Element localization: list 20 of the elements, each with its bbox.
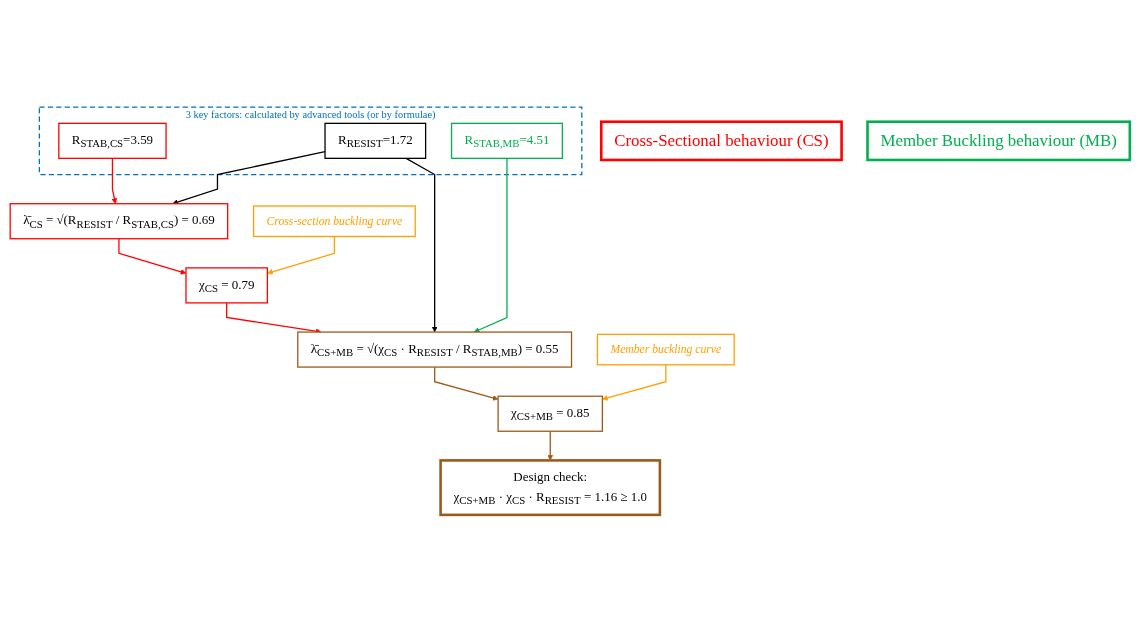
- node-box: χ$_{CS+MB}$ = 0.85: [497, 395, 604, 432]
- node-box: R$_{STAB,MB}$=4.51: [450, 122, 563, 159]
- arrow: [547, 430, 554, 461]
- node-box: Member Buckling behaviour (MB): [866, 120, 1132, 162]
- arrow: [405, 157, 438, 333]
- node-box: R$_{STAB,CS}$=3.59: [58, 122, 167, 159]
- arrow: [473, 157, 508, 333]
- arrow: [602, 364, 667, 401]
- node-box: λ̄$_{CS}$ = √(R$_{RESIST}$ / R$_{STAB,CS}$) = 0.69: [9, 203, 229, 240]
- node-box: R$_{RESIST}$=1.72: [324, 122, 427, 159]
- arrow: [172, 150, 326, 205]
- node-box: λ̄$_{CS+MB}$ = √(χ$_{CS}$ · R$_{RESIST}$ / R$_{STAB,MB}$) = 0.55: [297, 331, 573, 368]
- node-box: χ$_{CS}$ = 0.79: [185, 267, 268, 304]
- node-box: Cross-Sectional behaviour (CS): [599, 120, 843, 162]
- arrow: [267, 235, 336, 275]
- arrow: [111, 157, 118, 204]
- node-box: Cross-section buckling curve: [252, 205, 416, 238]
- arrow: [434, 366, 499, 401]
- node-box: Member buckling curve: [596, 333, 735, 366]
- node-box: Design check: χ$_{CS+MB}$ · χ$_{CS}$ · R$_{RESIST}$ = 1.16 ≥ 1.0: [439, 459, 662, 517]
